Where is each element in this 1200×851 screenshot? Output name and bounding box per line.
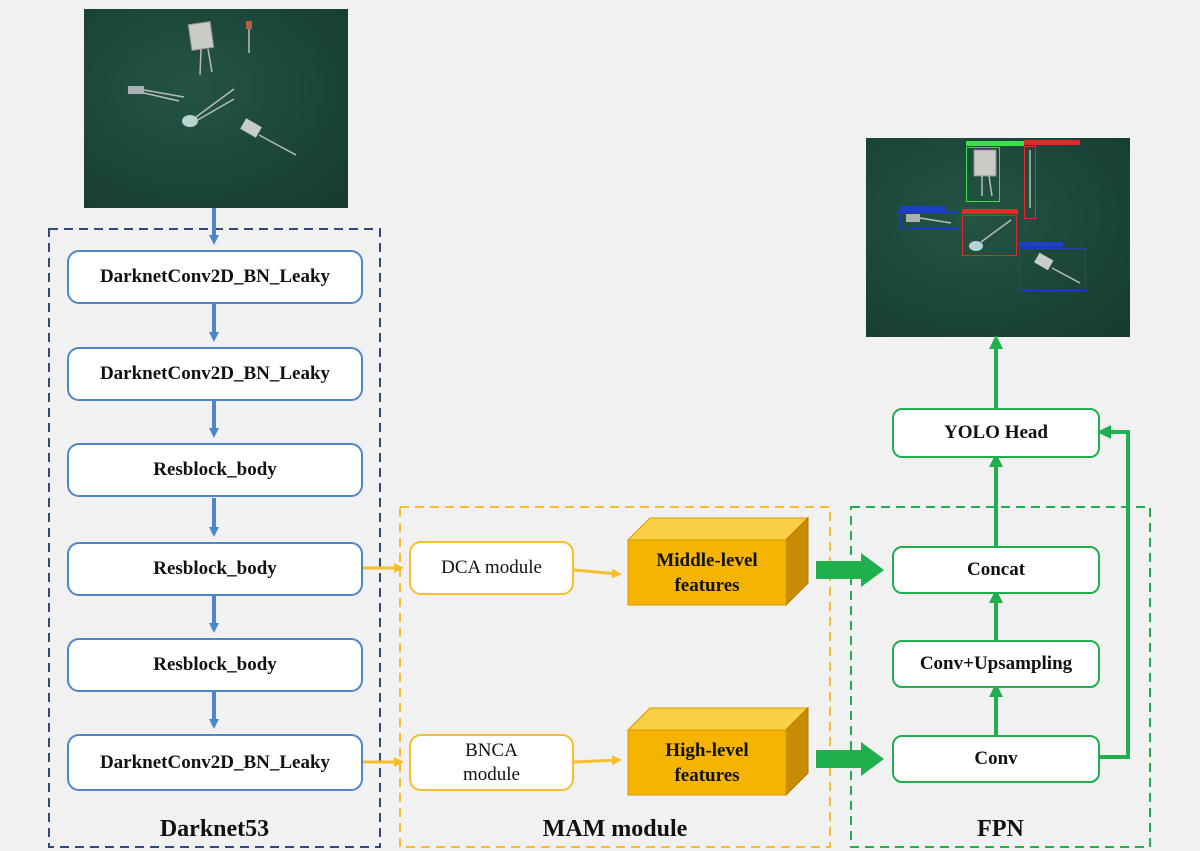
fpn-region (850, 506, 1151, 848)
high-features-label: High-level features (665, 739, 749, 786)
detection-tag-red-1 (1024, 140, 1080, 145)
yolo-head-box: YOLO Head (892, 408, 1100, 458)
dca-module: DCA module (409, 541, 574, 595)
backbone-layer-6: DarknetConv2D_BN_Leaky (67, 734, 363, 791)
detection-tag-blue-2 (1019, 242, 1063, 247)
detection-tag-blue-1 (900, 206, 946, 211)
detections-illustration (906, 149, 1081, 284)
input-image (84, 9, 348, 208)
detection-box-green (966, 147, 1000, 202)
backbone-layer-4: Resblock_body (67, 542, 363, 596)
backbone-layer-2: DarknetConv2D_BN_Leaky (67, 347, 363, 401)
darknet53-label: Darknet53 (159, 816, 270, 842)
high-features-cube (626, 706, 810, 797)
concat-box: Concat (892, 546, 1100, 594)
detection-box-blue-2 (1019, 248, 1086, 291)
components-illustration (128, 21, 297, 156)
mam-arrows (362, 563, 622, 767)
detection-output-image (866, 138, 1130, 337)
fpn-label: FPN (977, 816, 1024, 842)
backbone-layer-1: DarknetConv2D_BN_Leaky (67, 250, 363, 304)
bnca-module: BNCA module (409, 734, 574, 791)
backbone-layer-5: Resblock_body (67, 638, 363, 692)
detection-tag-red-2 (962, 209, 1018, 214)
detection-tag-green (966, 141, 1024, 146)
detection-box-red-1 (1024, 146, 1036, 219)
middle-features-label: Middle-level features (656, 549, 758, 596)
mam-region (399, 506, 831, 848)
feature-to-fpn-arrows (816, 553, 884, 776)
detection-box-red-2 (962, 215, 1017, 256)
middle-features-cube (626, 516, 810, 607)
detection-box-blue-1 (900, 212, 958, 229)
mam-module-label: MAM module (542, 816, 688, 842)
fpn-arrows (989, 335, 1130, 759)
backbone-layer-3: Resblock_body (67, 443, 363, 497)
conv-box: Conv (892, 735, 1100, 783)
conv-upsampling-box: Conv+Upsampling (892, 640, 1100, 688)
